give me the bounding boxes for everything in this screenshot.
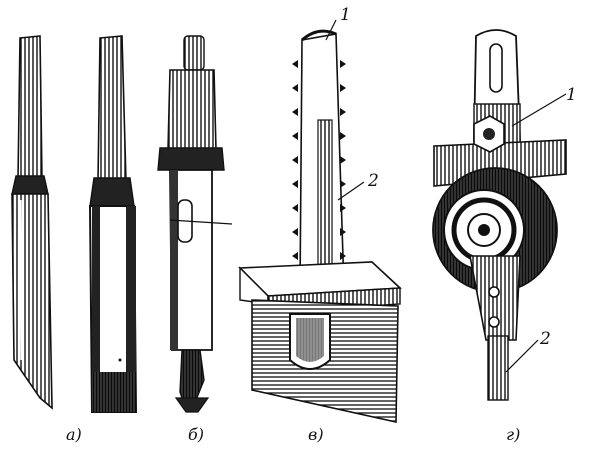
- sharpening-device: [432, 29, 567, 401]
- leader-lines: [325, 19, 567, 373]
- callout-device-top: 1: [566, 85, 577, 105]
- auger-bit: [157, 35, 233, 413]
- caption-b: б): [188, 425, 204, 444]
- chisel-flat: [11, 35, 53, 410]
- chain-mortiser: [238, 29, 402, 423]
- chisel-hollow: [88, 35, 138, 413]
- caption-a: а): [66, 425, 82, 444]
- callout-device-bottom: 2: [539, 329, 551, 349]
- callout-chain-bar: 2: [367, 171, 379, 191]
- caption-v: в): [308, 425, 324, 444]
- caption-g: г): [506, 425, 520, 444]
- callout-chain-top: 1: [340, 5, 351, 25]
